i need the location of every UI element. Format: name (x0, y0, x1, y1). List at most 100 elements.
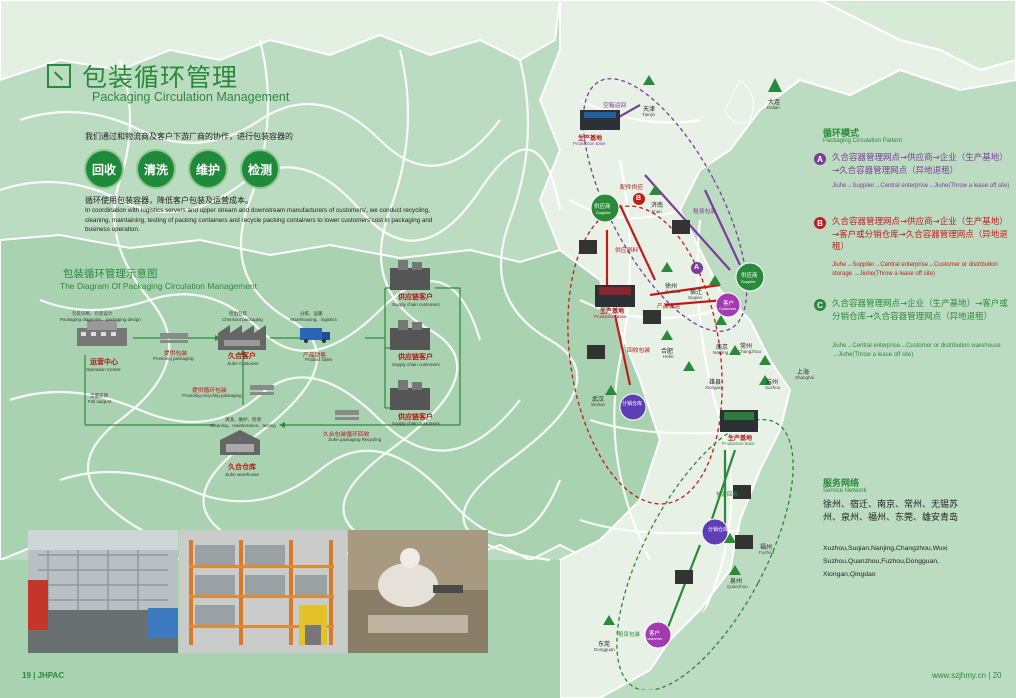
clean-en: Cleaning、maintenance、testing (210, 423, 276, 428)
page-title: 包装循环管理 (82, 63, 239, 92)
check-pack-en: Checkout packaging (222, 317, 263, 322)
supplier-circle-1: 供应商 (594, 204, 611, 210)
city-nanjing: 南京 (716, 344, 729, 351)
mode-a-sub: Jiuhe→Supplier→Central enterprise→Jiuhe(… (832, 183, 1010, 189)
city-tianjin-en: Tianjin (642, 112, 656, 117)
mode-c-text: 久合容器管理网点→企业（生产基地）→客户或分销仓库→久合容器管理网点（异地退租） (832, 299, 1008, 322)
city-dalian: 大连 (768, 99, 781, 106)
network-title-en: Service Network (823, 488, 867, 494)
marker-b: B (636, 195, 642, 202)
ops-center-label: 运营中心 (90, 358, 118, 366)
customer-label: 久合客户 (228, 352, 256, 360)
city-nanjing-en: Nanjing (713, 350, 729, 355)
product-sales-label: 产品销售 (303, 353, 327, 359)
supplier-label-1: 供应链客户 (398, 293, 433, 301)
customer-circle-2-en: Customer (645, 636, 663, 641)
supplier-label-3: 供应链客户 (398, 413, 433, 421)
city-tianjin: 天津 (643, 106, 656, 113)
photo-cleaning (348, 530, 488, 653)
city-jinan: 济南 (651, 202, 664, 209)
diagram-title-en: The Diagram Of Packaging Circulation Man… (60, 281, 258, 291)
circulation-map (567, 75, 794, 690)
mode-c-badge: C (814, 299, 826, 311)
service-badge-recycle: 回收 (84, 149, 124, 189)
full-support-en: Full support (88, 399, 112, 404)
label-empty-return: 空箱返回 (603, 103, 627, 109)
customer-circle-1-en: Customer (719, 306, 737, 311)
production-base-label-1-en: Production base (573, 141, 606, 146)
marker-a: A (694, 264, 700, 271)
customer-label-en: Jiuhe Customer (227, 361, 259, 366)
description-en: In coordination with logistics servers a… (85, 207, 433, 233)
city-fuzhou: 福州 (760, 544, 773, 551)
provide-pack-en: Providing packaging (153, 356, 194, 361)
supplier-label-1-en: Supply chain customers (392, 302, 440, 307)
label-product-ship: 产品发运 (657, 304, 681, 310)
city-quanzhou: 泉州 (730, 578, 743, 585)
city-xiongan-en: Xiongan (705, 385, 722, 390)
label-supply-material: 供应原料 (615, 248, 639, 254)
service-badge-maintain: 维护 (188, 149, 228, 189)
page-number-left: 19 | JHPAC (22, 671, 65, 680)
service-badge-clean: 清洗 (136, 149, 176, 189)
label-lease-box-2: 租赁包装 (618, 632, 641, 638)
mode-a-badge: A (814, 153, 826, 165)
dist-circle-1: 分销仓库 (622, 401, 643, 407)
circulation-diagram (77, 260, 461, 455)
recycle-provide-label: 提供循环包装 (192, 388, 227, 394)
label-return-pack: 回收包装 (627, 348, 651, 354)
city-suqian: 宿迁 (690, 289, 703, 296)
city-hefei-en: Hefei (663, 354, 674, 359)
city-fuzhou-en: Fuzhou (759, 550, 775, 555)
product-sales-en: Product sales (305, 357, 333, 362)
mode-c-sub: Jiuhe→Central enterprise→Customer or dis… (832, 343, 1001, 358)
ship-en: Warehousing、logistics (290, 317, 337, 322)
city-suqian-en: Suqian (688, 295, 703, 300)
mode-b-sub: Jiuhe→Supplier→Central enterprise→Custom… (832, 262, 998, 277)
production-base-label-2: 生产基地 (600, 308, 625, 315)
city-jinan-en: Jinan (651, 209, 662, 214)
check-pack-cn: 检出包装 (229, 311, 247, 316)
ops-top-cn: 包装诊断、包装设计 (72, 311, 113, 316)
production-base-label-3: 生产基地 (728, 435, 753, 442)
full-support-cn: 全面支持 (90, 393, 108, 398)
network-title: 服务网络 (823, 479, 860, 489)
diagram-title: 包装循环管理示意图 (63, 268, 158, 280)
warehouse-label: 久合仓库 (228, 463, 256, 471)
city-changzhou: 常州 (740, 343, 753, 350)
dist-circle-2: 分销仓库 (708, 527, 729, 533)
production-base-label-1: 生产基地 (578, 135, 603, 142)
city-xiongan: 雄县 (709, 379, 722, 386)
city-suzhou-en: Suzhou (765, 385, 781, 390)
provide-pack-label: 提供包装 (164, 351, 188, 357)
ship-cn: 分拣、运输 (300, 311, 323, 316)
page-title-en: Packaging Circulation Management (92, 90, 290, 104)
warehouse-label-en: Jiuhe warehouse (225, 472, 260, 477)
city-dongguan-en: Dongguan (594, 647, 615, 652)
customer-circle-1: 客户 (723, 301, 735, 307)
mode-b-text: 久合容器管理网点→供应商→企业（生产基地）→客户或分销仓库→久合容器管理网点（异… (832, 217, 1008, 252)
label-recycle: 包装回收 (716, 492, 739, 498)
service-badge-test: 检测 (240, 149, 280, 189)
label-parts-supply: 配件供应 (620, 185, 644, 191)
page-number-right: www.szjhmy.cn | 20 (932, 671, 1002, 680)
photo-warehouse-racks (179, 530, 347, 653)
modes-title-en: Packaging Circulation Pattern (823, 138, 903, 144)
supplier-label-3-en: Supply chain customers (392, 421, 440, 426)
recycle-provide-en: Providing recycling packaging (182, 393, 242, 398)
supplier-circle-1-en: Supplier (596, 210, 611, 215)
section-icon (47, 64, 71, 88)
city-shanghai-en: Shanghai (795, 375, 815, 380)
city-dalian-en: Dalian (767, 105, 780, 110)
city-changzhou-en: Changzhou (738, 349, 762, 354)
ops-center-label-en: Operation Center (86, 367, 121, 372)
network-cities: 徐州、宿迁、南京、常州、无锡苏州、泉州、福州、东莞、雄安青岛 (823, 500, 959, 523)
city-shanghai: 上海 (797, 369, 810, 376)
city-suzhou: 苏州 (766, 379, 779, 386)
recycling-label: 久合包装循环回收 (323, 432, 370, 438)
city-quanzhou-en: Quanzhou (727, 584, 748, 589)
network-cities-en: Xuzhou,Suqian,Nanjing,Changzhou,Wuxi Suz… (823, 545, 948, 578)
mode-a-text: 久合容器管理网点→供应商→企业（生产基地）→久合容器管理网点（异地退租） (832, 153, 1008, 176)
customer-circle-2: 客户 (649, 631, 661, 637)
supplier-label-2: 供应链客户 (398, 353, 433, 361)
